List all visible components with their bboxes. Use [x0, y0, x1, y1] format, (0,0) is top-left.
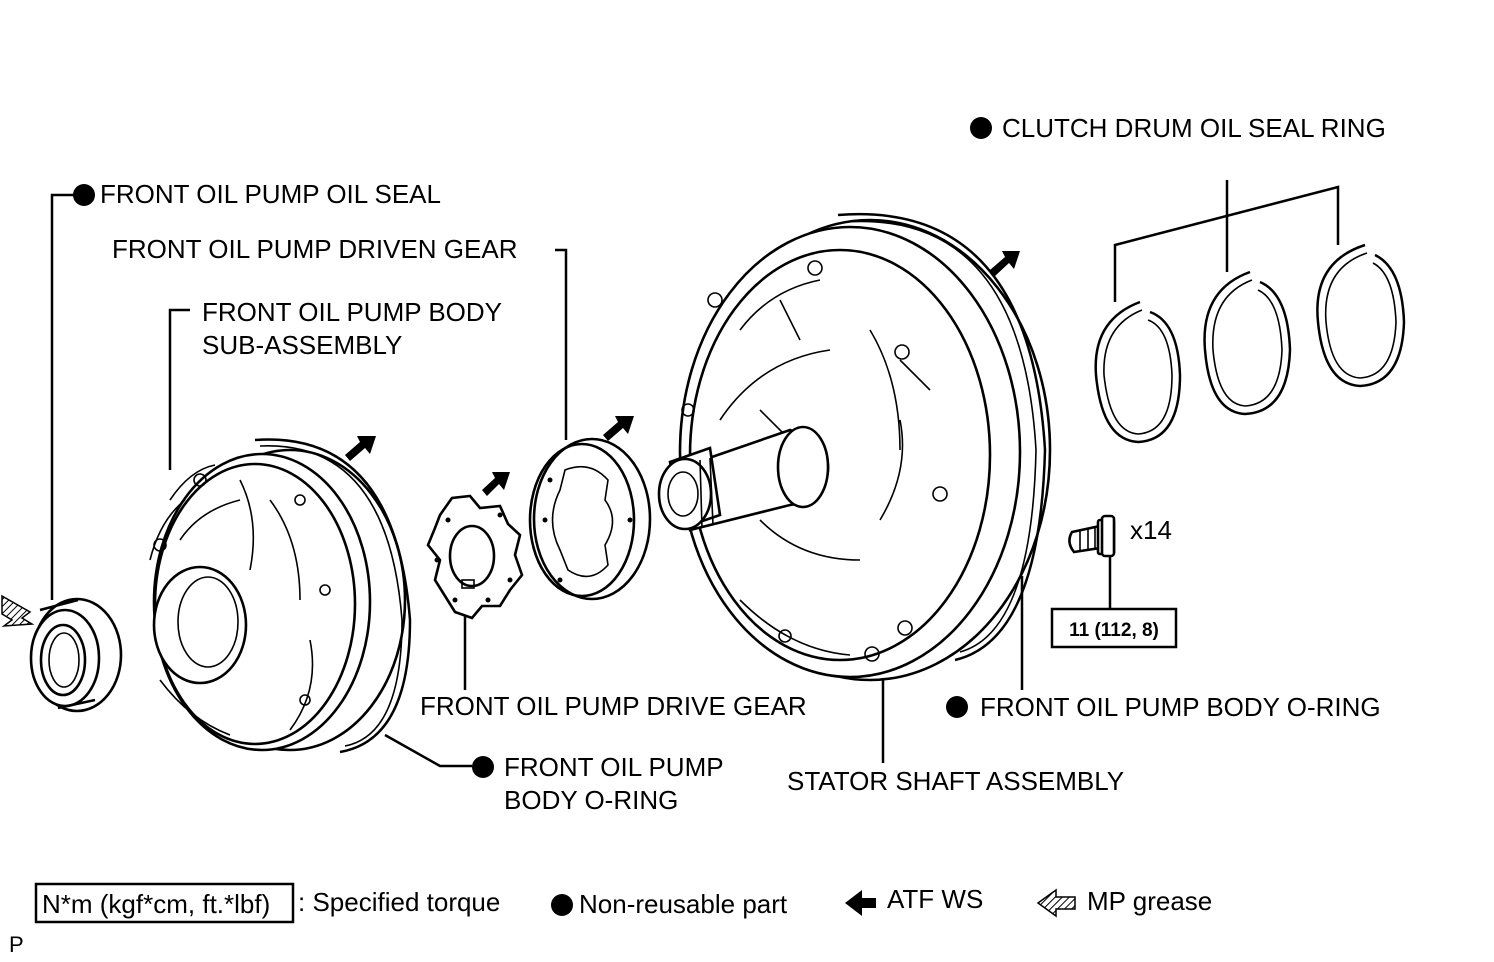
label-bolt-quantity: x14 [1130, 515, 1172, 545]
hatched-arrow-icon [1036, 888, 1076, 918]
label-clutch-drum-oil-seal-ring: CLUTCH DRUM OIL SEAL RING [1002, 113, 1386, 143]
non-reusable-marker-icon [946, 696, 968, 718]
torque-box [1050, 607, 1178, 649]
label-front-oil-pump-body-oring-left-line2: BODY O-RING [504, 785, 678, 815]
oil-pump-body-part [149, 448, 407, 752]
atf-arrow-icon [345, 436, 376, 461]
seal-ring-1 [1094, 300, 1182, 444]
seal-ring-2 [1203, 270, 1292, 416]
label-front-oil-pump-drive-gear: FRONT OIL PUMP DRIVE GEAR [420, 691, 807, 721]
leader-lines [50, 180, 1340, 768]
torque-value: 11 (112, 8) [1069, 620, 1159, 641]
non-reusable-marker-icon [970, 117, 992, 139]
non-reusable-marker-icon [73, 184, 95, 206]
oil-seal-part [29, 597, 123, 713]
legend-torque-box [34, 882, 295, 924]
legend-torque-box-text: N*m (kgf*cm, ft.*lbf) [42, 889, 270, 919]
legend-non-reusable: Non-reusable part [579, 889, 788, 919]
label-front-oil-pump-body-line2: SUB-ASSEMBLY [202, 330, 402, 360]
driven-gear-part [528, 437, 652, 601]
mp-grease-arrow-icon [1, 594, 35, 627]
stator-shaft-part [657, 218, 1052, 682]
legend-mp-grease: MP grease [1087, 886, 1212, 916]
atf-arrow-icon [990, 251, 1020, 276]
seal-ring-3 [1316, 243, 1406, 388]
non-reusable-marker-icon [472, 756, 494, 778]
legend-torque-desc: : Specified torque [298, 887, 500, 917]
legend-atf-ws: ATF WS [887, 884, 983, 914]
label-front-oil-pump-body-oring-left-line1: FRONT OIL PUMP [504, 752, 724, 782]
label-front-oil-pump-body-line1: FRONT OIL PUMP BODY [202, 297, 502, 327]
legend: N*m (kgf*cm, ft.*lbf) : Specified torque… [34, 882, 1212, 924]
bolt-part [1068, 514, 1116, 558]
clutch-drum-seal-rings [1094, 243, 1406, 444]
atf-arrow-icon [482, 472, 510, 496]
filled-circle-icon [551, 894, 573, 916]
label-stator-shaft-assembly: STATOR SHAFT ASSEMBLY [787, 766, 1124, 796]
label-front-oil-pump-driven-gear: FRONT OIL PUMP DRIVEN GEAR [112, 234, 517, 264]
label-front-oil-pump-body-oring-right: FRONT OIL PUMP BODY O-RING [980, 692, 1381, 722]
drive-gear-part [426, 494, 524, 620]
atf-arrow-icon [603, 416, 634, 441]
label-front-oil-pump-oil-seal: FRONT OIL PUMP OIL SEAL [100, 179, 441, 209]
solid-arrow-icon [845, 890, 876, 916]
page-marker: P [9, 932, 24, 957]
